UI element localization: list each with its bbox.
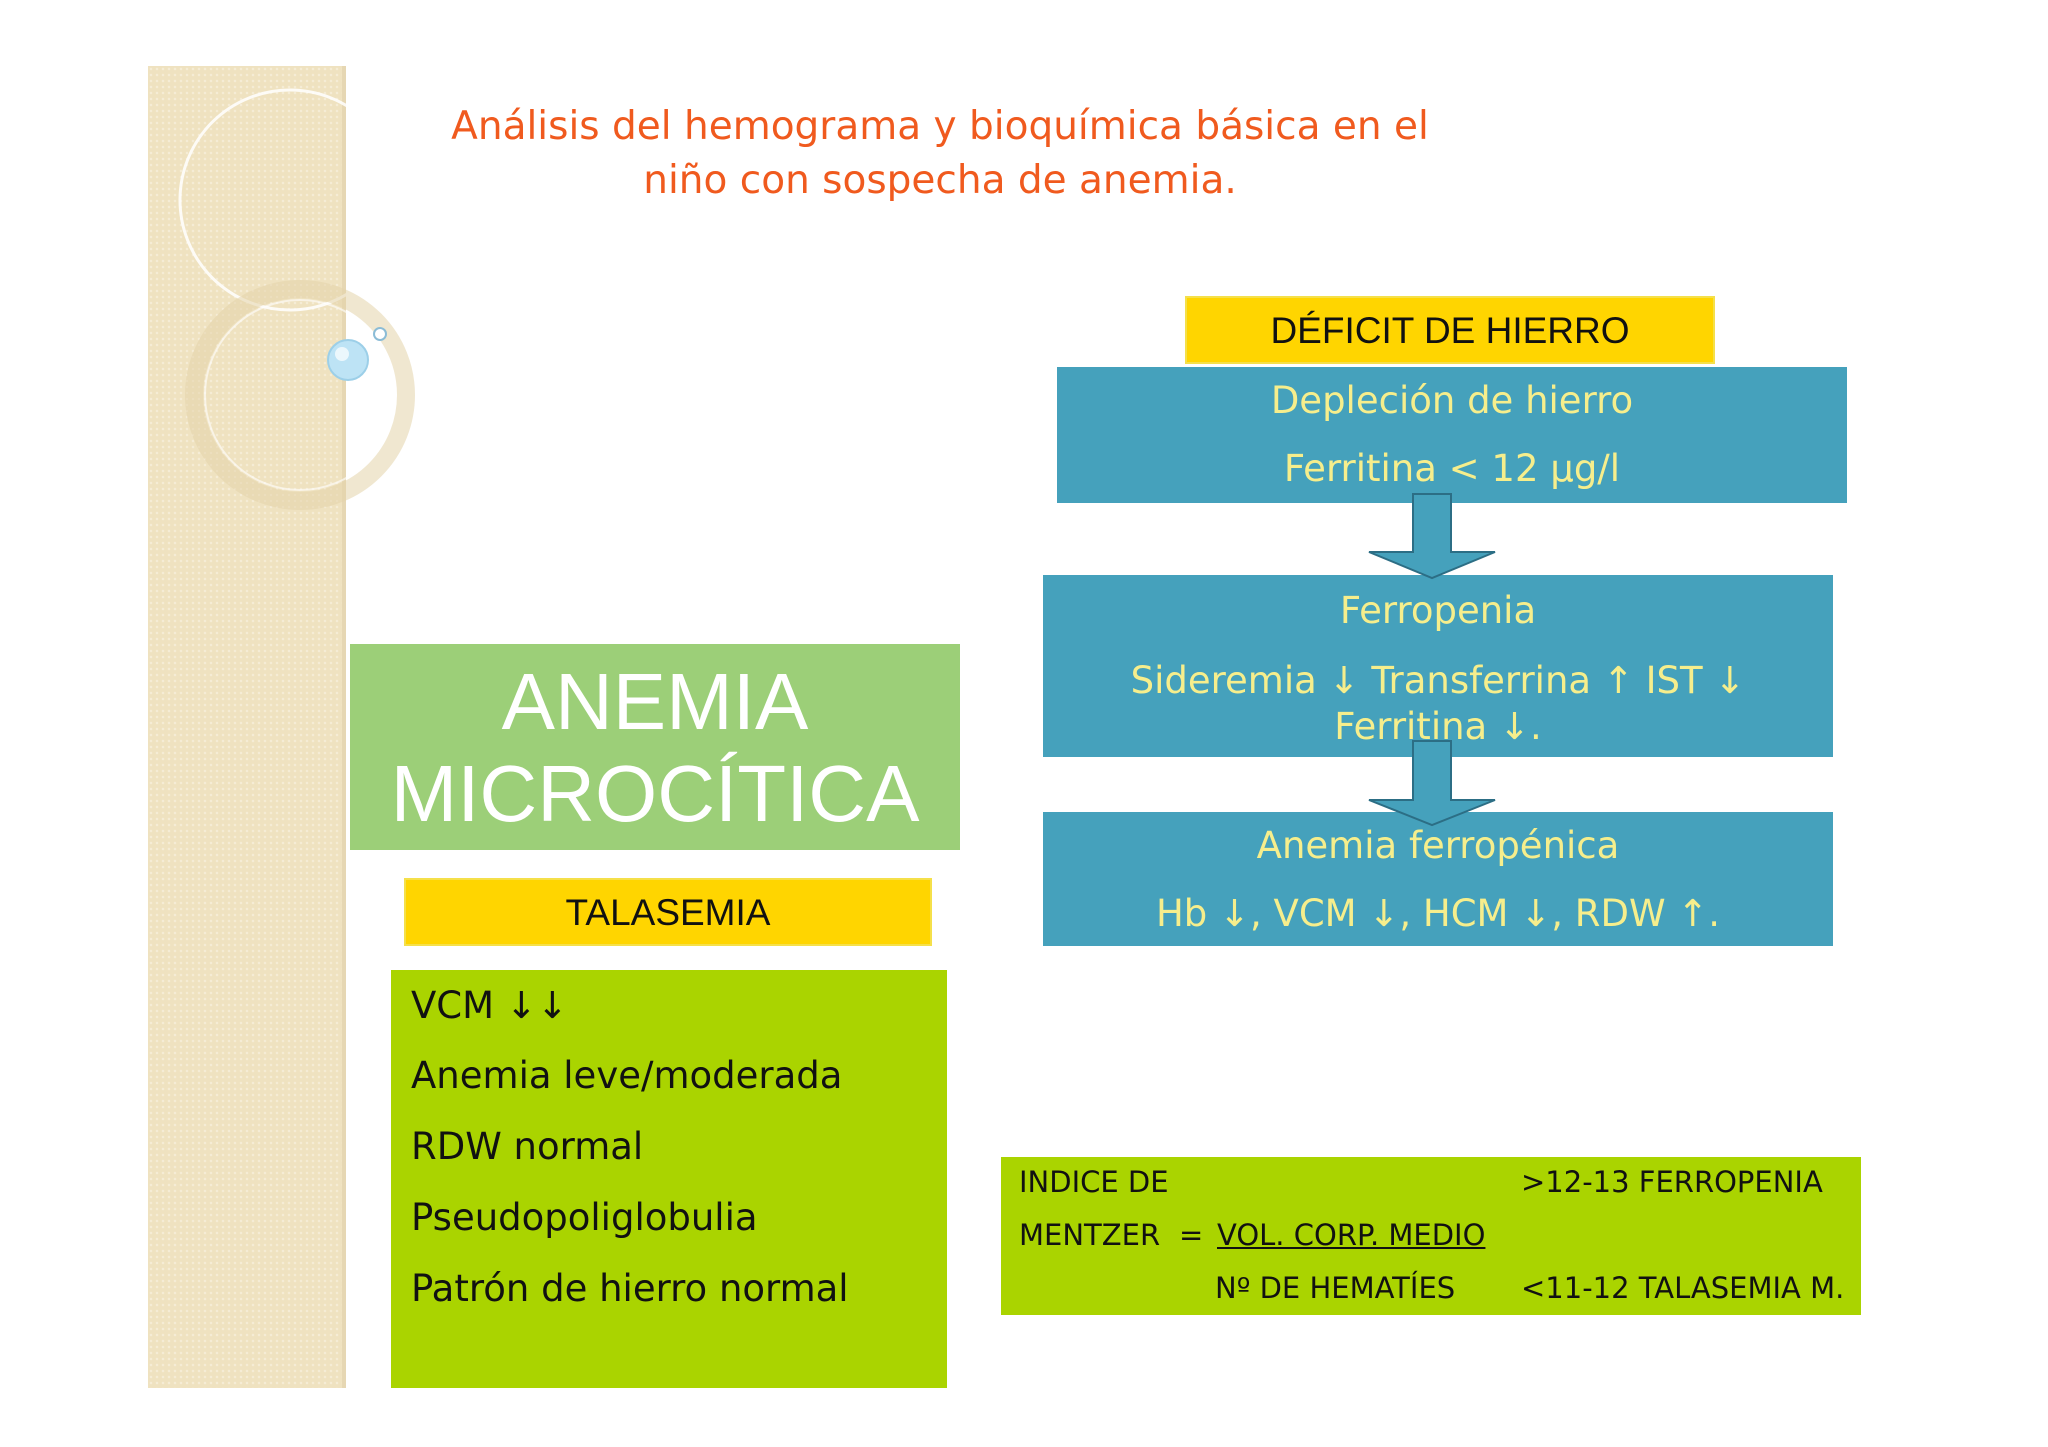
microcytic-anemia-line2: MICROCÍTICA xyxy=(390,749,920,838)
ferritin-threshold: Ferritina < 12 µg/l xyxy=(1283,447,1621,490)
iron-anemia-markers: Hb ↓, VCM ↓, HCM ↓, RDW ↑. xyxy=(1155,892,1721,935)
mentzer-denominator: Nº DE HEMATÍES xyxy=(1215,1271,1456,1305)
iron-depletion-heading: Depleción de hierro xyxy=(1270,379,1634,422)
mentzer-index-box: INDICE DE MENTZER = VOL. CORP. MEDIO Nº … xyxy=(1001,1157,1861,1315)
microcytic-anemia-line1: ANEMIA xyxy=(501,657,809,746)
mentzer-name-line2: MENTZER xyxy=(1019,1218,1161,1252)
decorative-circles xyxy=(178,88,415,510)
thalassemia-item: Anemia leve/moderada xyxy=(411,1054,843,1097)
iron-anemia-heading: Anemia ferropénica xyxy=(1256,824,1620,867)
thalassemia-item: Patrón de hierro normal xyxy=(411,1267,849,1310)
iron-depletion-box: Depleción de hierro Ferritina < 12 µg/l xyxy=(1057,367,1847,503)
microcytic-anemia-title: ANEMIA MICROCÍTICA xyxy=(350,644,960,850)
iron-deficiency-label: DÉFICIT DE HIERRO xyxy=(1185,296,1715,364)
thalassemia-item: Pseudopoliglobulia xyxy=(411,1196,758,1239)
page-title: Análisis del hemograma y bioquímica bási… xyxy=(451,104,1429,203)
thalassemia-features-box: VCM ↓↓ Anemia leve/moderada RDW normal P… xyxy=(391,970,947,1388)
mentzer-equals: = xyxy=(1179,1218,1204,1252)
thalassemia-item: VCM ↓↓ xyxy=(411,984,568,1027)
thalassemia-label: TALASEMIA xyxy=(404,878,932,946)
ferropenia-heading: Ferropenia xyxy=(1339,589,1537,632)
iron-deficiency-anemia-box: Anemia ferropénica Hb ↓, VCM ↓, HCM ↓, R… xyxy=(1043,812,1833,946)
ferropenia-markers: Sideremia ↓ Transferrina ↑ IST ↓ xyxy=(1130,659,1746,702)
mentzer-numerator: VOL. CORP. MEDIO xyxy=(1217,1218,1486,1252)
mentzer-high-threshold: >12-13 FERROPENIA xyxy=(1521,1165,1823,1199)
ferropenia-ferritin: Ferritina ↓. xyxy=(1334,705,1542,748)
ferropenia-box: Ferropenia Sideremia ↓ Transferrina ↑ IS… xyxy=(1043,575,1833,757)
mentzer-name-line1: INDICE DE xyxy=(1019,1165,1169,1199)
mentzer-low-threshold: <11-12 TALASEMIA M. xyxy=(1521,1271,1845,1305)
down-arrow-1 xyxy=(1368,493,1496,580)
thalassemia-item: RDW normal xyxy=(411,1125,644,1168)
